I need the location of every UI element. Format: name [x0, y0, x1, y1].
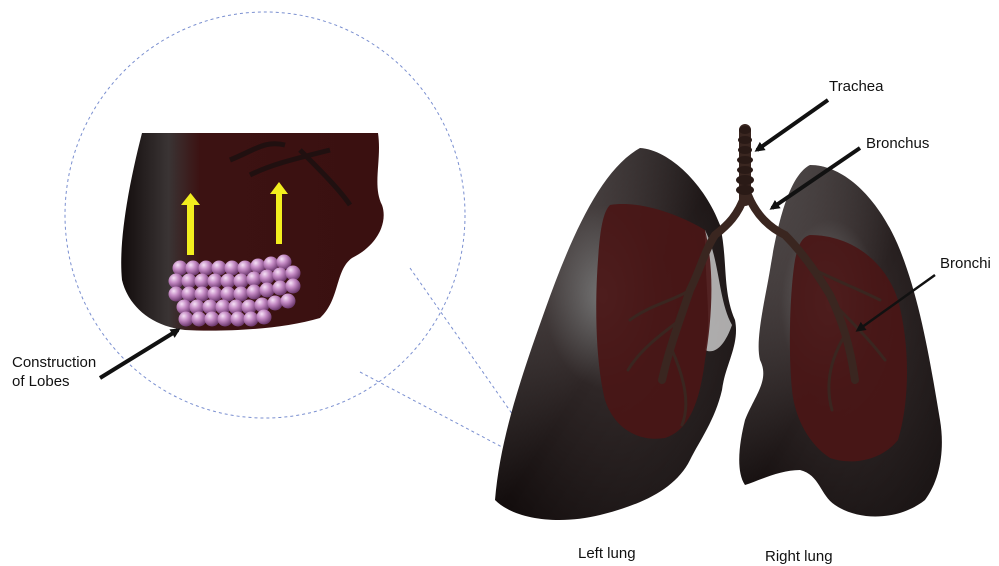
alveoli-sphere-icon [208, 274, 223, 289]
zoomed-lung-section [121, 133, 383, 331]
alveoli-sphere-icon [257, 310, 272, 325]
label-bronchi: Bronchi [940, 255, 991, 273]
label-right-lung: Right lung [765, 548, 833, 566]
alveoli-sphere-icon [244, 312, 259, 327]
alveoli-sphere-icon [286, 279, 301, 294]
alveoli-sphere-icon [208, 287, 223, 302]
alveoli-sphere-icon [234, 274, 249, 289]
lungs [495, 126, 942, 520]
alveoli-sphere-icon [179, 312, 194, 327]
label-construction-line1: Construction [12, 354, 96, 372]
alveoli-sphere-icon [218, 312, 233, 327]
alveoli-sphere-icon [260, 270, 275, 285]
label-construction-line2: of Lobes [12, 373, 70, 391]
alveoli-sphere-icon [169, 287, 184, 302]
alveoli-sphere-icon [221, 274, 236, 289]
alveoli-sphere-icon [225, 261, 240, 276]
alveoli-sphere-icon [192, 312, 207, 327]
pointer-arrow-construction [100, 330, 178, 378]
alveoli-sphere-icon [199, 261, 214, 276]
alveoli-sphere-icon [173, 261, 188, 276]
alveoli-sphere-icon [281, 294, 296, 309]
alveoli-sphere-icon [195, 274, 210, 289]
alveoli-sphere-icon [231, 312, 246, 327]
alveoli-sphere-icon [268, 296, 283, 311]
label-trachea: Trachea [829, 78, 883, 96]
label-left-lung: Left lung [578, 545, 636, 563]
alveoli-sphere-icon [247, 285, 262, 300]
alveoli-sphere-icon [247, 272, 262, 287]
label-bronchus: Bronchus [866, 135, 929, 153]
alveoli-sphere-icon [169, 274, 184, 289]
alveoli-sphere-icon [182, 274, 197, 289]
alveoli-sphere-icon [212, 261, 227, 276]
pointer-arrow-trachea [757, 100, 828, 150]
alveoli-sphere-icon [273, 268, 288, 283]
alveoli-sphere-icon [186, 261, 201, 276]
trachea-rings [736, 126, 754, 195]
alveoli-sphere-icon [234, 287, 249, 302]
alveoli-sphere-icon [273, 281, 288, 296]
alveoli-sphere-icon [195, 287, 210, 302]
alveoli-sphere-icon [205, 312, 220, 327]
alveoli-sphere-icon [182, 287, 197, 302]
left-lung-lobe [596, 204, 711, 439]
alveoli-sphere-icon [286, 266, 301, 281]
alveoli-sphere-icon [221, 287, 236, 302]
alveoli-sphere-icon [260, 283, 275, 298]
